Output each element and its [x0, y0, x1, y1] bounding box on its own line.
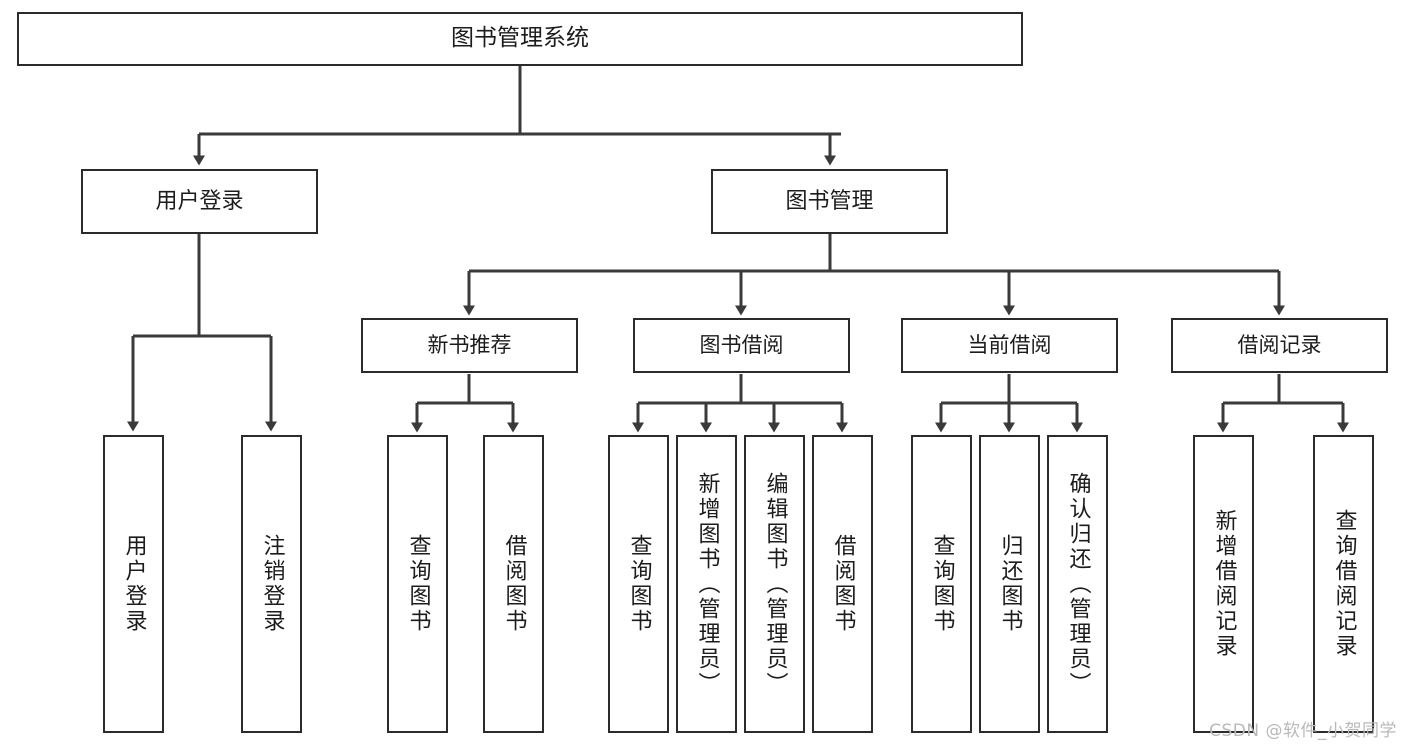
leaf-newbook-borrow-book[interactable]: 借阅图书 [483, 435, 544, 733]
leaf-user-logout[interactable]: 注销登录 [241, 435, 302, 733]
leaf-newbook-query-book[interactable]: 查询图书 [387, 435, 448, 733]
node-new-book-recommend-label: 新书推荐 [427, 333, 512, 358]
leaf-current-query-book-label: 查询图书 [929, 534, 955, 634]
leaf-borrow-borrow-book-label: 借阅图书 [830, 534, 856, 634]
node-user-login-label: 用户登录 [155, 188, 244, 214]
leaf-records-add-record-label: 新增借阅记录 [1211, 509, 1237, 659]
node-book-borrow[interactable]: 图书借阅 [633, 318, 850, 373]
leaf-newbook-query-book-label: 查询图书 [405, 534, 431, 634]
leaf-current-query-book[interactable]: 查询图书 [911, 435, 972, 733]
leaf-borrow-borrow-book[interactable]: 借阅图书 [812, 435, 873, 733]
leaf-current-return-book-label: 归还图书 [997, 534, 1023, 634]
leaf-borrow-add-book-admin[interactable]: 新增图书（管理员） [676, 435, 737, 733]
node-user-login[interactable]: 用户登录 [81, 169, 318, 234]
leaf-records-query-record-label: 查询借阅记录 [1331, 509, 1357, 659]
leaf-borrow-query-book[interactable]: 查询图书 [608, 435, 669, 733]
leaf-records-add-record[interactable]: 新增借阅记录 [1193, 435, 1254, 733]
leaf-borrow-edit-book-admin-label: 编辑图书（管理员） [762, 471, 788, 697]
node-book-manage[interactable]: 图书管理 [711, 169, 948, 234]
leaf-newbook-borrow-book-label: 借阅图书 [501, 534, 527, 634]
leaf-current-return-book[interactable]: 归还图书 [979, 435, 1040, 733]
leaf-borrow-query-book-label: 查询图书 [626, 534, 652, 634]
leaf-borrow-edit-book-admin[interactable]: 编辑图书（管理员） [744, 435, 805, 733]
leaf-user-login-label: 用户登录 [121, 534, 147, 634]
node-root-system-label: 图书管理系统 [451, 25, 589, 52]
leaf-user-logout-label: 注销登录 [259, 534, 285, 634]
leaf-borrow-add-book-admin-label: 新增图书（管理员） [694, 471, 720, 697]
csdn-watermark: CSDN @软件_小贺同学 [1209, 721, 1397, 741]
node-new-book-recommend[interactable]: 新书推荐 [361, 318, 578, 373]
node-root-system[interactable]: 图书管理系统 [17, 12, 1023, 66]
leaf-current-confirm-return-admin[interactable]: 确认归还（管理员） [1047, 435, 1108, 733]
node-borrow-records-label: 借阅记录 [1237, 333, 1322, 358]
node-book-borrow-label: 图书借阅 [699, 333, 784, 358]
leaf-records-query-record[interactable]: 查询借阅记录 [1313, 435, 1374, 733]
node-current-borrow[interactable]: 当前借阅 [901, 318, 1118, 373]
node-current-borrow-label: 当前借阅 [967, 333, 1052, 358]
node-borrow-records[interactable]: 借阅记录 [1171, 318, 1388, 373]
node-book-manage-label: 图书管理 [785, 188, 874, 214]
leaf-current-confirm-return-admin-label: 确认归还（管理员） [1065, 471, 1091, 697]
leaf-user-login[interactable]: 用户登录 [103, 435, 164, 733]
